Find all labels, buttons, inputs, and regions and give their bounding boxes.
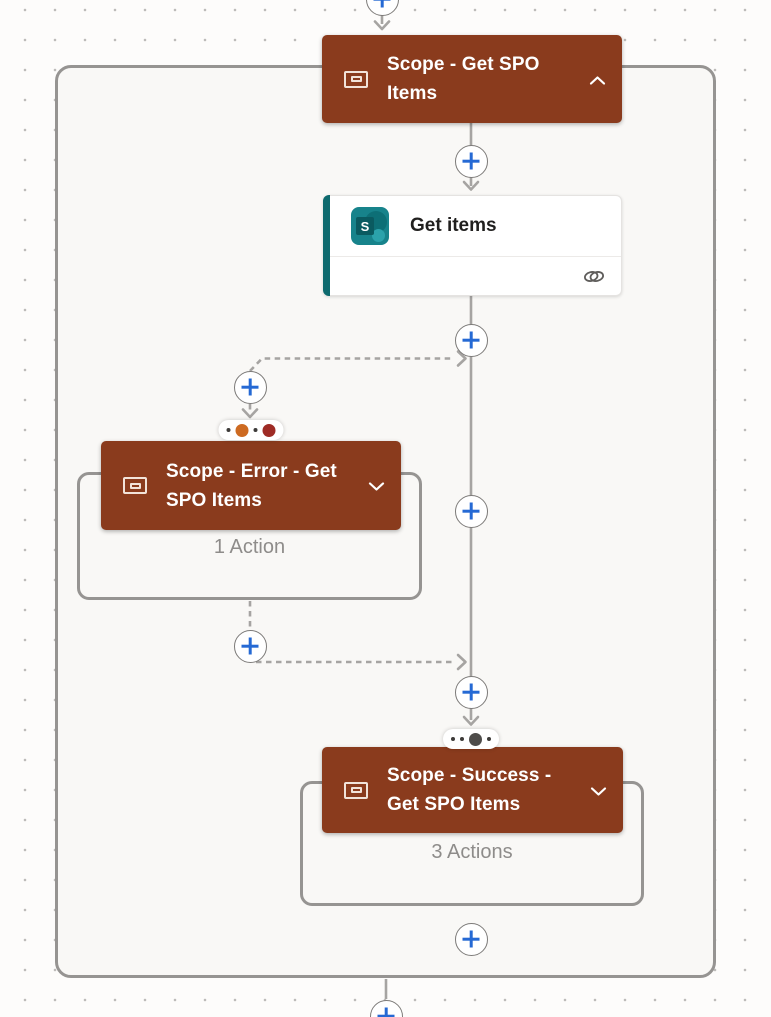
- scope-icon: [123, 477, 147, 494]
- error-run-after-indicator: [218, 420, 284, 440]
- run-after-dot-orange: [235, 423, 249, 437]
- sharepoint-icon: S: [351, 207, 389, 245]
- chevron-down-icon[interactable]: [590, 786, 607, 797]
- scope-success-title: Scope - Success - Get SPO Items: [387, 765, 552, 815]
- run-after-dot-small: [451, 737, 455, 741]
- add-action-button[interactable]: [454, 675, 488, 709]
- run-after-dot-small: [460, 737, 464, 741]
- error-scope-action-count: 1 Action: [213, 536, 286, 558]
- get-items-action-card[interactable]: S Get items: [323, 195, 622, 296]
- chevron-down-icon[interactable]: [368, 481, 385, 492]
- add-action-button[interactable]: [233, 629, 267, 663]
- scope-get-spo-items-title: Scope - Get SPO Items: [387, 54, 540, 104]
- success-run-after-indicator: [443, 729, 499, 749]
- add-action-button[interactable]: [454, 494, 488, 528]
- add-action-button[interactable]: [454, 144, 488, 178]
- scope-icon: [344, 70, 368, 88]
- run-after-dot-small: [487, 737, 491, 741]
- add-action-button[interactable]: [454, 323, 488, 357]
- link-icon: [583, 270, 605, 282]
- add-action-button[interactable]: [233, 370, 267, 404]
- scope-success-header[interactable]: Scope - Success - Get SPO Items: [322, 747, 623, 833]
- scope-error-title: Scope - Error - Get SPO Items: [166, 460, 337, 511]
- add-action-button[interactable]: [454, 922, 488, 956]
- run-after-dot-red: [262, 423, 276, 437]
- get-items-title: Get items: [410, 215, 497, 236]
- card-accent-stripe: [323, 195, 330, 296]
- add-action-button[interactable]: [365, 0, 399, 16]
- scope-icon: [344, 781, 368, 799]
- run-after-dot-dark: [469, 732, 482, 746]
- chevron-up-icon[interactable]: [589, 75, 606, 86]
- scope-get-spo-items-header[interactable]: Scope - Get SPO Items: [322, 35, 622, 123]
- run-after-dot-small: [253, 428, 258, 432]
- add-action-button[interactable]: [369, 999, 403, 1017]
- success-scope-action-count: 3 Actions: [431, 841, 513, 863]
- connector-top-arrowhead: [373, 20, 391, 31]
- run-after-dot-small: [226, 428, 231, 432]
- scope-error-header[interactable]: Scope - Error - Get SPO Items: [101, 441, 401, 530]
